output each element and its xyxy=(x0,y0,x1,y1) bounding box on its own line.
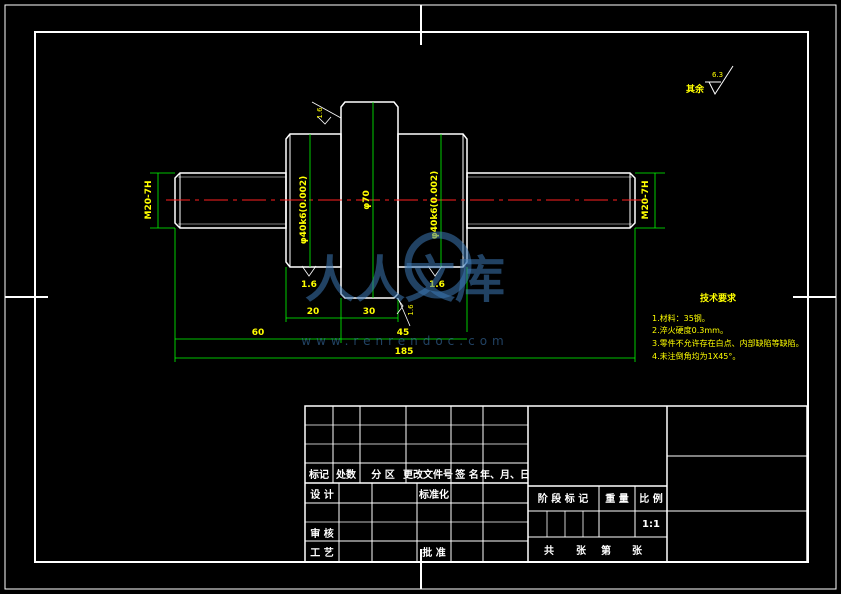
tb-standardize-label: 标准化 xyxy=(418,488,449,501)
roughness-right-journal-value: 1.6 xyxy=(429,280,445,290)
roughness-symbol-left-journal xyxy=(301,265,317,277)
tb-process-label: 工 艺 xyxy=(310,546,333,559)
tb-header-date: 年、月、日 xyxy=(480,468,530,481)
tb-stage-mark-label: 阶 段 标 记 xyxy=(538,492,588,505)
tb-weight-label: 重 量 xyxy=(605,492,628,505)
tb-scale-label: 比 例 xyxy=(639,492,662,505)
tb-header-zone: 分 区 xyxy=(371,468,394,481)
roughness-collar-bottom-value: 1.6 xyxy=(407,304,415,316)
roughness-symbol-general xyxy=(705,65,734,96)
watermark-logo-text: 人人文库 xyxy=(305,251,505,309)
tb-sheets-total-label: 共 xyxy=(544,544,554,557)
roughness-symbol-collar xyxy=(311,101,342,125)
tech-req-item-4: 4.未注倒角均为1X45°。 xyxy=(652,351,740,361)
len-left-label: 60 xyxy=(252,328,265,338)
tech-req-title: 技术要求 xyxy=(700,292,737,304)
diameter-dimensions xyxy=(150,102,665,298)
roughness-symbol-right-journal xyxy=(427,265,443,277)
len-total-label: 185 xyxy=(395,347,414,357)
tb-header-count: 处数 xyxy=(335,468,357,481)
tb-review-label: 审 核 xyxy=(310,527,333,540)
roughness-general-value: 6.3 xyxy=(712,71,723,79)
shaft-outline xyxy=(174,101,636,299)
watermark: 人人文库 www.renrendoc.com xyxy=(301,231,508,348)
tb-header-sign: 签 名 xyxy=(454,468,478,481)
tb-sheet-nth-label: 第 xyxy=(601,544,611,557)
thread-right-label: M20-7H xyxy=(641,180,651,219)
tb-design-label: 设 计 xyxy=(310,488,333,501)
roughness-symbol-collar-bottom xyxy=(396,297,411,327)
length-dimensions xyxy=(174,228,636,362)
roughness-left-journal-value: 1.6 xyxy=(301,280,317,290)
thread-left-label: M20-7H xyxy=(144,180,154,219)
roughness-general-label: 其余 xyxy=(686,83,705,95)
dia-collar-label: φ70 xyxy=(362,190,372,210)
tech-req-item-3: 3.零件不允许存在白点、内部缺陷等缺陷。 xyxy=(652,338,804,348)
tb-header-mark: 标记 xyxy=(308,468,329,481)
len-mid-label: 45 xyxy=(397,328,410,338)
title-block xyxy=(304,405,808,563)
dia-right-journal-label: φ40k6(0.002) xyxy=(430,171,440,240)
dia-left-journal-label: φ40k6(0.002) xyxy=(299,176,309,245)
roughness-collar-value: 1.6 xyxy=(316,107,324,119)
tech-req-item-1: 1.材料：35钢。 xyxy=(652,313,710,323)
tb-sheet-unit-1: 张 xyxy=(576,544,587,557)
len-journal-label: 20 xyxy=(307,307,320,317)
tech-req-item-2: 2.淬火硬度0.3mm。 xyxy=(652,325,728,335)
tb-scale-value: 1:1 xyxy=(642,519,660,530)
tb-header-change-doc: 更改文件号 xyxy=(403,468,453,481)
watermark-url: www.renrendoc.com xyxy=(301,334,508,348)
len-collar-label: 30 xyxy=(363,307,376,317)
tb-sheet-unit-2: 张 xyxy=(632,544,643,557)
tb-approve-label: 批 准 xyxy=(422,546,445,559)
